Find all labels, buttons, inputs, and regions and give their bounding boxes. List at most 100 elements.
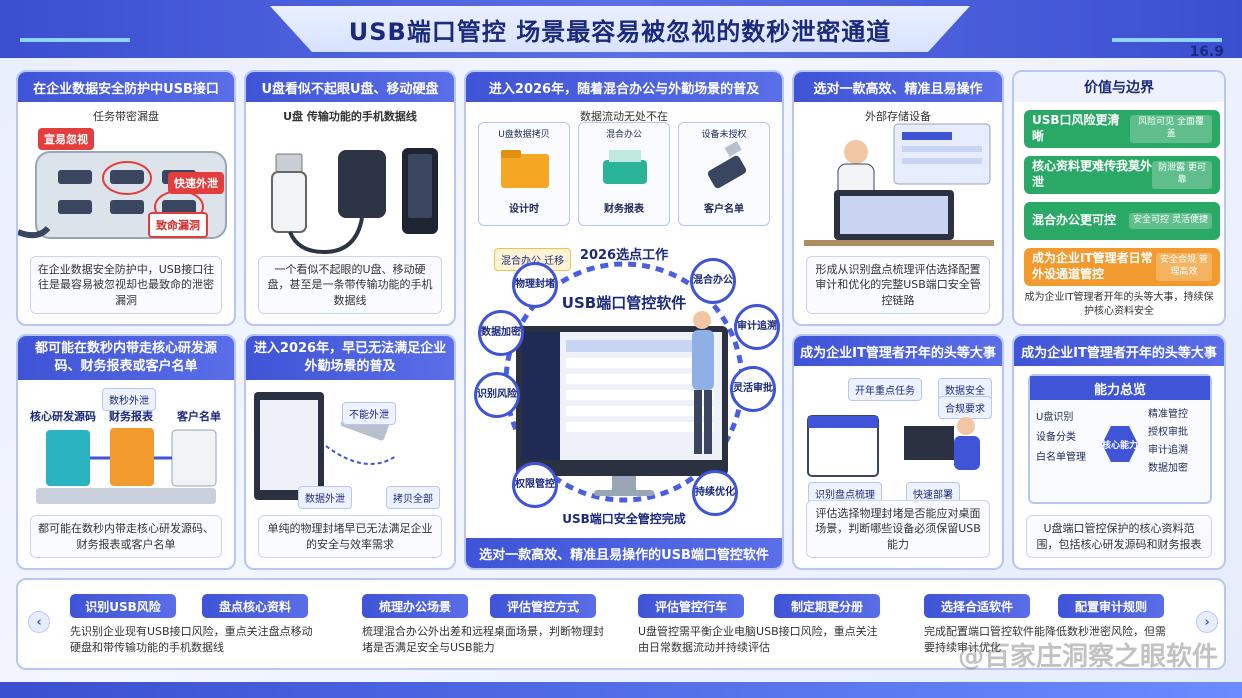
capability-left-list: U盘识别 设备分类 白名单管理 — [1036, 408, 1086, 468]
capability-item: 精准管控 — [1148, 409, 1188, 420]
card-title: 选对一款高效、精准且易操作 — [794, 72, 1002, 102]
capability-right-list: 精准管控 授权审批 审计追溯 数据加密 — [1148, 406, 1188, 478]
page-number: 16.9 — [1189, 44, 1224, 60]
center-footer-title: 选对一款高效、精准且易操作的USB端口管控软件 — [466, 538, 782, 568]
card-select-software: 选对一款高效、精准且易操作 外部存储设备 形成从识别盘点梳理评估选择配置审计和优… — [792, 70, 1004, 326]
value-item-badge: 安全可控 灵活便捷 — [1129, 213, 1212, 229]
card-usb-interface: 在企业数据安全防护中USB接口 任务带密漏盘 宣易忽视 快速外泄 致命漏洞 在企… — [16, 70, 236, 326]
panel-title: 能力总览 — [1030, 376, 1210, 400]
title-banner: USB端口管控 场景最容易被忽视的数秒泄密通道 — [270, 6, 970, 52]
page-title: USB端口管控 场景最容易被忽视的数秒泄密通道 — [348, 17, 892, 46]
step-pill: 评估管控方式 — [490, 594, 596, 618]
step-pill: 识别USB风险 — [70, 594, 176, 618]
capability-item: 白名单管理 — [1036, 452, 1086, 463]
card-removable-devices: U盘看似不起眼U盘、移动硬盘 U盘 传输功能的手机数据线 一个看似不起眼的U盘、… — [244, 70, 456, 326]
center-software-title: USB端口管控软件 — [561, 294, 687, 312]
capability-item: 审计追溯 — [1148, 445, 1188, 456]
step-pill: 评估管控行车 — [638, 594, 744, 618]
scenario-item: 设备未授权 客户名单 — [678, 122, 770, 226]
status-chip: 数据外泄 — [298, 486, 352, 509]
cycle-node: 物理封堵 — [512, 262, 558, 308]
value-item: USB口风险更清晰 风险可见 全面覆盖 — [1024, 110, 1220, 148]
scenario-item: 混合办公 财务报表 — [578, 122, 670, 226]
card-data-leak: 都可能在数秒内带走核心研发源码、财务报表或客户名单 数秒外泄 核心研发源码 财务… — [16, 334, 236, 570]
step-pill: 选择合适软件 — [924, 594, 1030, 618]
card-caption: 单纯的物理封堵早已无法满足企业的安全与效率需求 — [258, 515, 442, 558]
step-description: U盘管控需平衡企业电脑USB接口风险，重点关注由日常数据流动并持续评估 — [638, 625, 878, 654]
card-title: 成为企业IT管理者开年的头等大事 — [794, 336, 1002, 366]
scenario-label: 客户名单 — [704, 204, 744, 215]
tag-fast-leak: 快速外泄 — [168, 172, 224, 194]
process-flow-panel: 识别USB风险 盘点核心资料 先识别企业现有USB接口风险，重点关注盘点移动硬盘… — [16, 578, 1226, 670]
tag-easy-ignored: 宣易忽视 — [38, 128, 94, 150]
value-item-label: 成为企业IT管理者日常外设通道管控 — [1032, 251, 1153, 281]
card-title: 价值与边界 — [1014, 72, 1224, 102]
next-arrow-button[interactable]: › — [1196, 611, 1218, 633]
core-hexagon: 核心能力 — [1102, 426, 1138, 462]
scenario-head: 设备未授权 — [701, 130, 747, 140]
card-caption: 在企业数据安全防护中，USB接口往往是最容易被忽视却也最致命的泄密漏洞 — [30, 255, 222, 314]
card-caption: U盘端口管控保护的核心资料范围，包括核心研发源码和财务报表 — [1026, 515, 1212, 558]
value-item: 核心资料更难传我莫外泄 防泄露 更可靠 — [1024, 156, 1220, 194]
doc-label: 客户名单 — [177, 410, 221, 423]
step-pill: 配置审计规则 — [1058, 594, 1164, 618]
value-item-badge: 风险可见 全面覆盖 — [1130, 115, 1212, 143]
scenario-head: U盘数据拷贝 — [498, 130, 550, 140]
folder-icon — [501, 150, 549, 188]
value-item-label: 核心资料更难传我莫外泄 — [1032, 159, 1153, 189]
card-value-boundary: 价值与边界 USB口风险更清晰 风险可见 全面覆盖 核心资料更难传我莫外泄 防泄… — [1012, 70, 1226, 326]
value-item-label: 混合办公更可控 — [1032, 213, 1117, 228]
card-caption: 形成从识别盘点梳理评估选择配置审计和优化的完整USB端口安全管控链路 — [806, 255, 990, 314]
card-title: 在企业数据安全防护中USB接口 — [18, 72, 234, 102]
card-subtitle: 外部存储设备 — [865, 110, 931, 123]
step-pill: 制定期更分册 — [774, 594, 880, 618]
card-title: 进入2026年，早已无法满足企业外勤场景的普及 — [246, 336, 454, 380]
priority-chip: 开年重点任务 — [848, 378, 922, 401]
capability-item: 数据加密 — [1148, 463, 1188, 474]
printer-icon — [603, 150, 647, 184]
cycle-top-label: 2026选点工作 — [579, 248, 669, 263]
card-center-solution: 进入2026年，随着混合办公与外勤场景的普及 数据流动无处不在 U盘数据拷贝 设… — [464, 70, 784, 570]
cycle-node: 持续优化 — [692, 470, 738, 516]
cycle-bottom-label: USB端口安全管控完成 — [562, 512, 686, 526]
card-subtitle: 任务带密漏盘 — [93, 110, 159, 123]
footer-bar — [0, 682, 1242, 698]
priority-chip: 数据安全 — [938, 378, 992, 401]
cycle-node: 识别风险 — [474, 372, 520, 418]
cycle-node: 数据加密 — [478, 310, 524, 356]
card-title: 进入2026年，随着混合办公与外勤场景的普及 — [466, 72, 782, 102]
capability-item: 授权审批 — [1148, 427, 1188, 438]
cycle-node: 审计追溯 — [734, 304, 780, 350]
devices-illustration — [271, 148, 438, 255]
doc-label: 财务报表 — [109, 410, 153, 423]
capability-item: U盘识别 — [1036, 412, 1074, 423]
value-item: 成为企业IT管理者日常外设通道管控 安全合规 管理高效 — [1024, 248, 1220, 286]
status-chip: 拷贝全部 — [386, 486, 440, 509]
scenario-head: 混合办公 — [605, 130, 642, 140]
value-item-badge: 安全合规 管理高效 — [1155, 253, 1212, 281]
card-caption: 评估选择物理封堵是否能应对桌面场景，判断哪些设备必须保留USB能力 — [806, 499, 990, 558]
value-item-label: USB口风险更清晰 — [1032, 113, 1120, 143]
step-description: 先识别企业现有USB接口风险，重点关注盘点移动硬盘和带传输功能的手机数据线 — [70, 625, 313, 654]
warning-bubble: 不能外泄 — [342, 402, 396, 425]
card-caption: 都可能在数秒内带走核心研发源码、财务报表或客户名单 — [30, 515, 222, 558]
office-admin-illustration — [804, 123, 994, 246]
card-it-priority: 成为企业IT管理者开年的头等大事 开年重点任务 数据安全 合规要求 识别盘点梳理… — [792, 334, 1004, 570]
cycle-node: 灵活审批 — [730, 366, 776, 412]
header-deco-right — [1112, 38, 1222, 42]
scenario-label: 设计时 — [509, 204, 539, 215]
cycle-node: 混合办公 — [690, 258, 736, 304]
card-caption: 成为企业IT管理者开年的头等大事，持续保护核心资料安全 — [1024, 292, 1214, 317]
capability-panel: 能力总览 U盘识别 设备分类 白名单管理 核心能力 精准管控 授权审批 审计追溯… — [1028, 374, 1212, 504]
leak-badge: 数秒外泄 — [102, 388, 156, 411]
prev-arrow-button[interactable]: ‹ — [28, 611, 50, 633]
card-caption: 一个看似不起眼的U盘、移动硬盘，甚至是一条带传输功能的手机数据线 — [258, 255, 442, 314]
step-description: 完成配置端口管控软件能降低数秒泄密风险，但需要持续审计优化 — [924, 625, 1166, 654]
card-title: 都可能在数秒内带走核心研发源码、财务报表或客户名单 — [18, 336, 234, 380]
usb-stick-icon — [707, 140, 747, 189]
header-bar: USB端口管控 场景最容易被忽视的数秒泄密通道 — [0, 0, 1242, 58]
step-description: 梳理混合办公外出差和远程桌面场景，判断物理封堵是否满足安全与USB能力 — [362, 625, 604, 654]
scenario-item: U盘数据拷贝 设计时 — [478, 122, 570, 226]
header-deco-left — [20, 38, 130, 42]
watermark: @百家庄洞察之眼软件 — [957, 642, 1218, 672]
